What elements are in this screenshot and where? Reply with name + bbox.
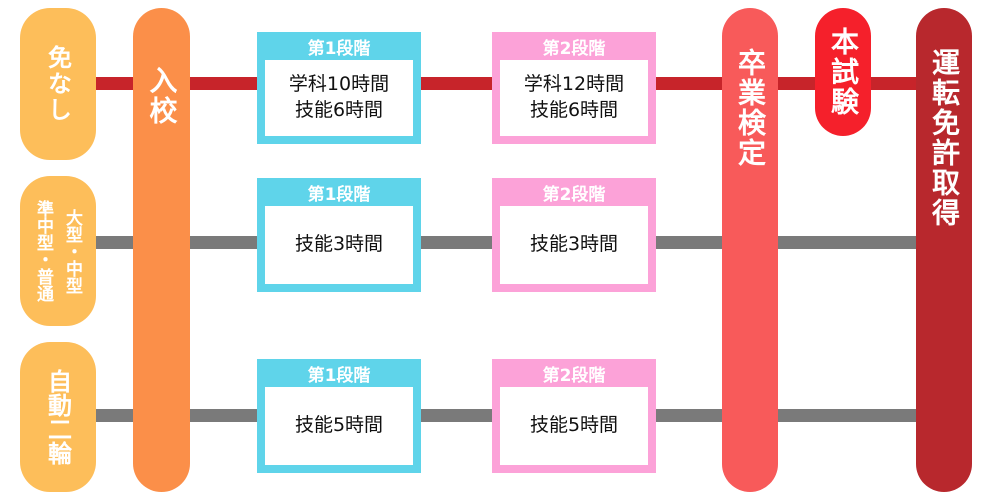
main-exam-pill: 本試験 [815,8,871,136]
row2-stage1-header: 第1段階 [307,184,371,205]
category-no-license: 免なし [20,8,96,160]
graduation-exam-bar: 卒業検定 [722,8,778,492]
row2-stage2-header: 第2段階 [542,184,606,205]
row2-stage2: 第2段階 技能3時間 [492,178,656,292]
row3-stage1-line1: 技能5時間 [294,414,384,437]
license-acquired-label: 運転免許取得 [928,48,961,228]
enrollment-bar: 入校 [133,8,190,492]
row1-stage2-line1: 学科12時間 [523,73,625,96]
graduation-exam-label: 卒業検定 [734,48,767,168]
category-car-label-medium: 準中型・普通 [33,200,53,302]
enrollment-label: 入校 [145,66,179,126]
row3-stage2-line1: 技能5時間 [529,414,619,437]
category-motorcycle: 自動二輪 [20,342,96,492]
row1-stage2: 第2段階 学科12時間 技能6時間 [492,32,656,144]
row3-stage1-header: 第1段階 [307,365,371,386]
category-no-license-label: 免なし [43,45,72,123]
row2-stage1-line1: 技能3時間 [294,233,384,256]
row1-stage1-line2: 技能6時間 [294,99,384,121]
category-car: 準中型・普通 大型・中型 [20,176,96,326]
license-acquired-bar: 運転免許取得 [916,8,972,492]
row1-stage1: 第1段階 学科10時間 技能6時間 [257,32,421,144]
row1-stage1-line1: 学科10時間 [288,73,390,96]
row1-stage2-line2: 技能6時間 [529,99,619,121]
row1-stage2-header: 第2段階 [542,38,606,59]
row3-stage1: 第1段階 技能5時間 [257,359,421,473]
row3-stage2-header: 第2段階 [542,365,606,386]
main-exam-label: 本試験 [827,27,860,117]
category-motorcycle-label: 自動二輪 [43,369,72,465]
row1-stage1-header: 第1段階 [307,38,371,59]
category-car-label-large: 大型・中型 [62,208,82,294]
row2-stage1: 第1段階 技能3時間 [257,178,421,292]
row3-stage2: 第2段階 技能5時間 [492,359,656,473]
row2-stage2-line1: 技能3時間 [529,233,619,256]
